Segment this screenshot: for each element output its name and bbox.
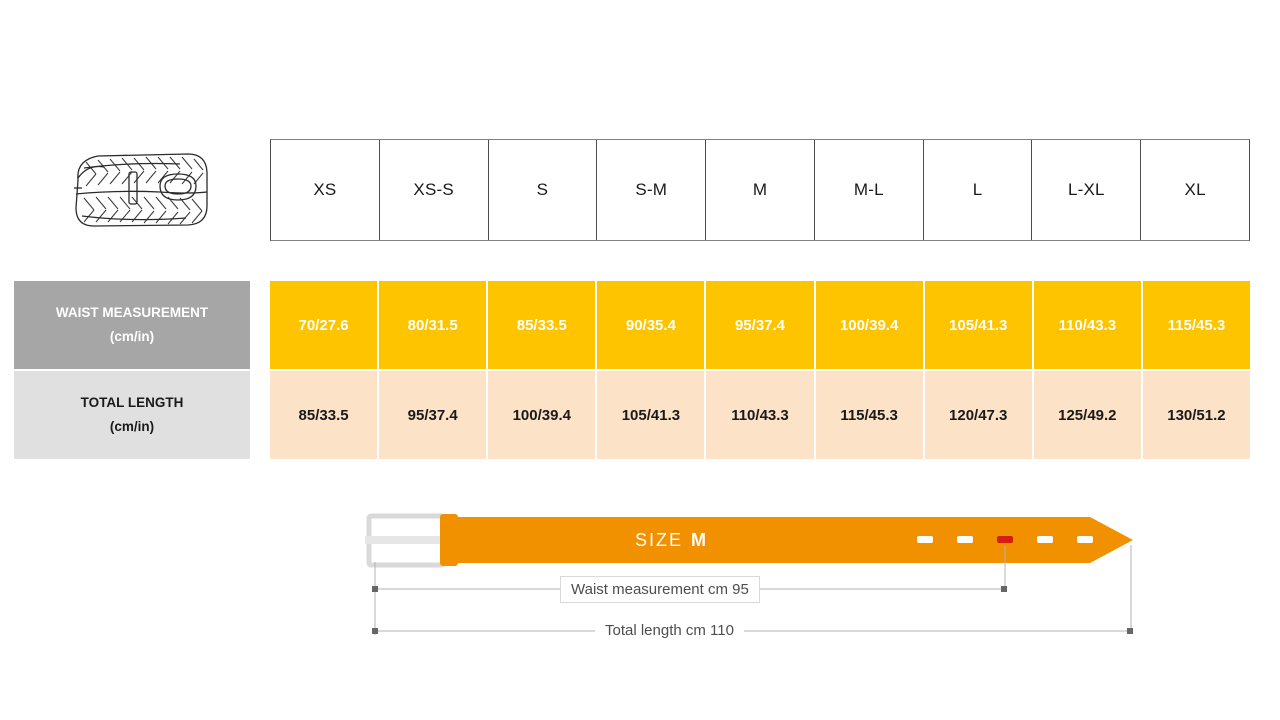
belt-hole-selected <box>997 536 1013 543</box>
waist-dimension-label: Waist measurement cm 95 <box>560 576 760 603</box>
row-label-text: TOTAL LENGTH <box>80 395 184 411</box>
size-header-cell: S <box>489 140 598 240</box>
waist-value-cell: 80/31.5 <box>379 281 489 369</box>
length-value-cell: 125/49.2 <box>1033 371 1143 459</box>
size-header-cell: L <box>924 140 1033 240</box>
waist-value-cell: 85/33.5 <box>488 281 598 369</box>
size-header-cell: M <box>706 140 815 240</box>
dimension-tick <box>372 628 378 634</box>
belt-hole <box>1077 536 1093 543</box>
length-value-cell: 115/45.3 <box>815 371 925 459</box>
dimension-tick <box>1127 628 1133 634</box>
waist-value-cells: 70/27.6 80/31.5 85/33.5 90/35.4 95/37.4 … <box>270 281 1250 369</box>
size-prefix-label: SIZE <box>635 530 684 550</box>
belt-hole <box>917 536 933 543</box>
length-value-cell: 130/51.2 <box>1142 371 1250 459</box>
label-gap <box>250 281 270 369</box>
total-length-dimension-label: Total length cm 110 <box>595 618 744 643</box>
size-header-cell: XL <box>1184 180 1206 199</box>
dimension-tick <box>372 586 378 592</box>
row-label-text: WAIST MEASUREMENT <box>55 305 209 321</box>
waist-value-cell: 70/27.6 <box>270 281 380 369</box>
waist-value-cell: 115/45.3 <box>1142 281 1250 369</box>
length-value-cell: 95/37.4 <box>379 371 489 459</box>
length-value-cell: 85/33.5 <box>270 371 380 459</box>
measurement-rows: WAIST MEASUREMENT (cm/in) 70/27.6 80/31.… <box>14 281 1250 459</box>
row-label-unit: (cm/in) <box>109 329 155 344</box>
belt-strap <box>450 517 1133 563</box>
size-header-cell: M-L <box>815 140 924 240</box>
waist-value-cell: 100/39.4 <box>815 281 925 369</box>
size-chart-table: XS XS-S S S-M M M-L L L-XL XL <box>270 139 1250 241</box>
length-value-cell: 100/39.4 <box>488 371 598 459</box>
belt-buckle-icon <box>365 513 450 568</box>
label-gap <box>250 371 270 459</box>
belt-product-illustration <box>60 142 220 237</box>
belt-diagram-svg <box>365 513 1133 635</box>
belt-size-caption: SIZE M <box>635 530 706 551</box>
size-header-cell: XS-S <box>380 140 489 240</box>
waist-value-cell: 110/43.3 <box>1033 281 1143 369</box>
belt-hole <box>957 536 973 543</box>
waist-value-cell: 105/41.3 <box>924 281 1034 369</box>
waist-value-cell: 90/35.4 <box>597 281 707 369</box>
belt-measurement-diagram: SIZE M Waist measurement cm 95 Total leng… <box>355 500 1155 650</box>
size-header-cell: L-XL <box>1032 140 1142 240</box>
length-value-cell: 110/43.3 <box>706 371 816 459</box>
dimension-tick <box>1001 586 1007 592</box>
size-header-row: XS XS-S S S-M M M-L L L-XL XL <box>270 139 1250 241</box>
size-header-cell: XS <box>271 140 380 240</box>
size-header-cell: S-M <box>597 140 707 240</box>
waist-measurement-label: WAIST MEASUREMENT (cm/in) <box>14 281 250 369</box>
size-value-label: M <box>691 530 707 550</box>
total-length-label: TOTAL LENGTH (cm/in) <box>14 371 250 459</box>
length-value-cell: 120/47.3 <box>924 371 1034 459</box>
waist-value-cell: 95/37.4 <box>706 281 816 369</box>
braided-belt-icon <box>74 153 208 227</box>
belt-hole <box>1037 536 1053 543</box>
total-length-row: TOTAL LENGTH (cm/in) 85/33.5 95/37.4 100… <box>14 371 1250 459</box>
length-value-cell: 105/41.3 <box>597 371 707 459</box>
waist-measurement-row: WAIST MEASUREMENT (cm/in) 70/27.6 80/31.… <box>14 281 1250 369</box>
row-label-unit: (cm/in) <box>109 419 155 434</box>
total-length-value-cells: 85/33.5 95/37.4 100/39.4 105/41.3 110/43… <box>270 371 1250 459</box>
